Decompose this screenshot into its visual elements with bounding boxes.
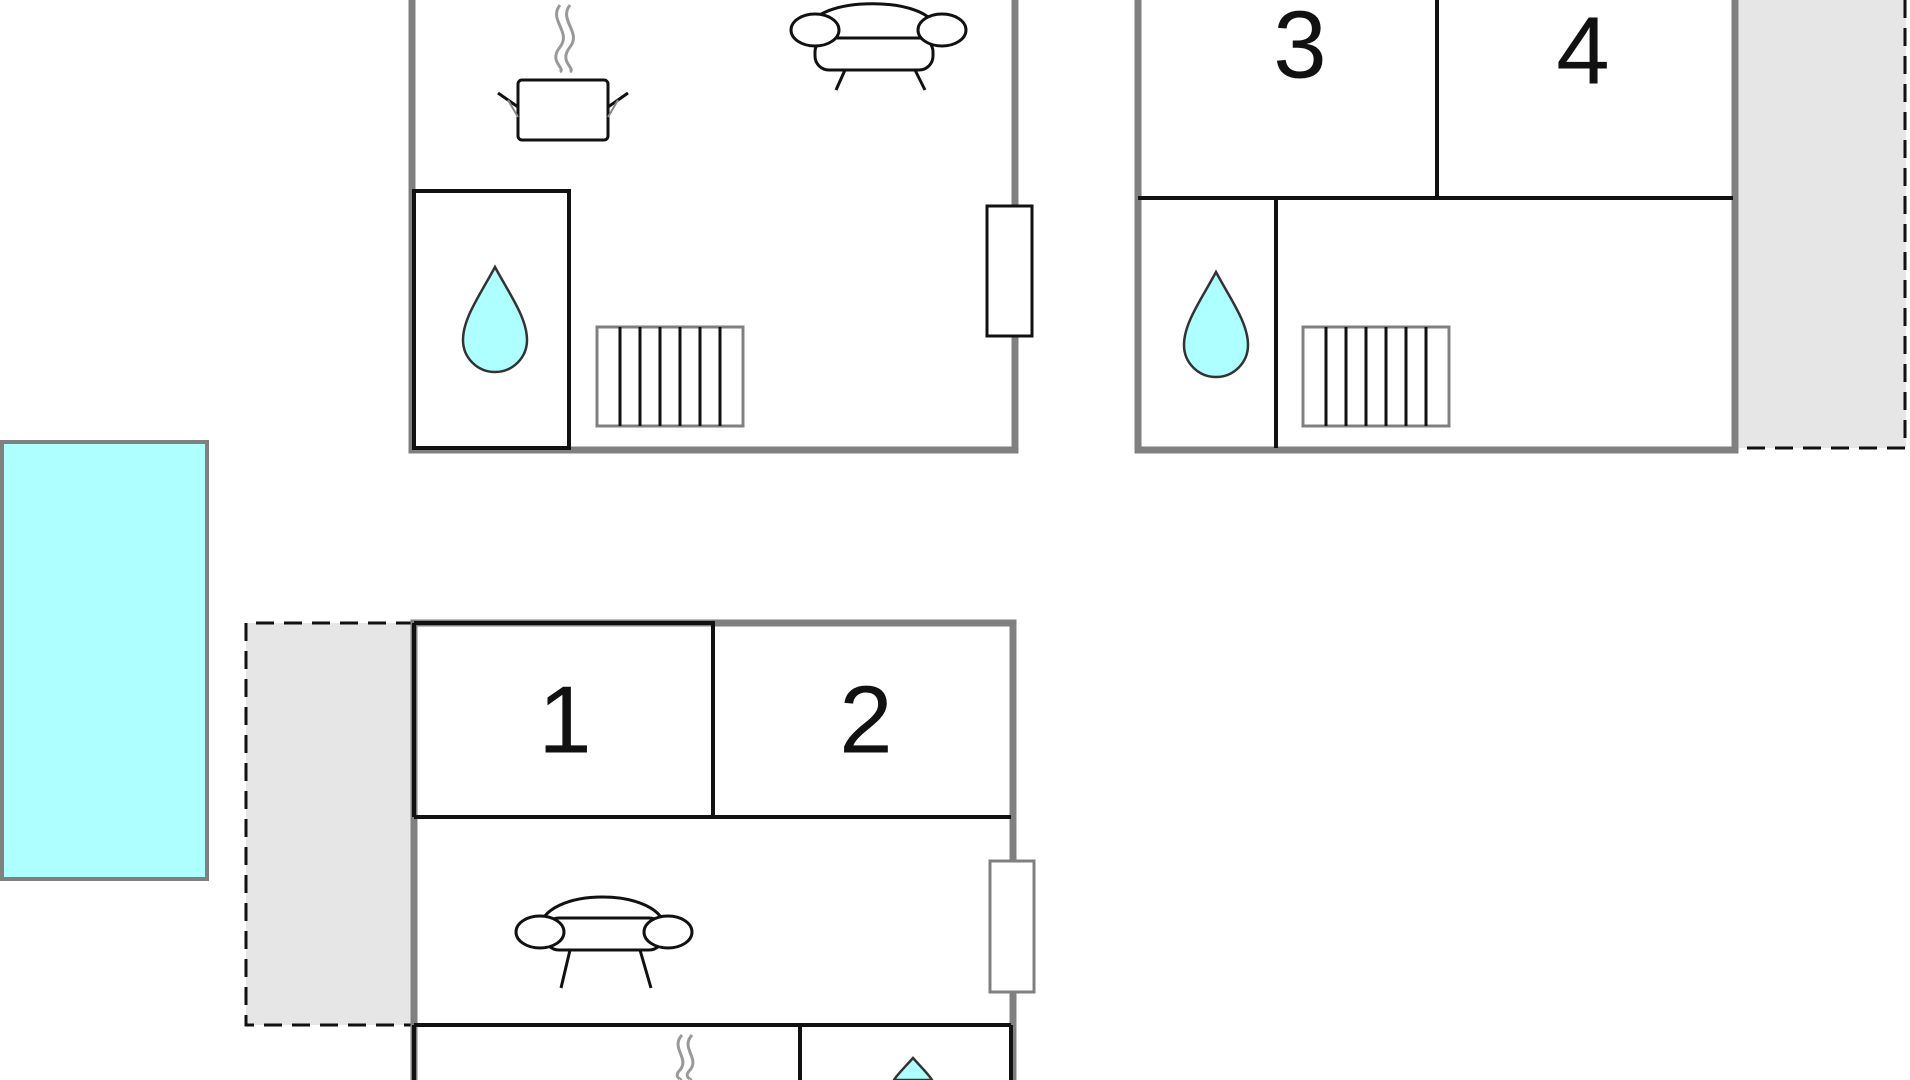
building-top-left bbox=[408, 0, 1034, 454]
water-drop-icon bbox=[1182, 269, 1250, 379]
sofa-icon bbox=[514, 895, 694, 989]
sofa-icon bbox=[789, 2, 968, 91]
door-icon bbox=[988, 859, 1036, 994]
door-icon bbox=[985, 204, 1034, 338]
terrace-right bbox=[1710, 0, 1907, 450]
stairs-icon bbox=[1301, 325, 1451, 428]
water-drop-icon bbox=[892, 1056, 934, 1080]
building-top-right: 3 4 bbox=[1134, 0, 1739, 454]
bathroom-top-left bbox=[412, 189, 571, 450]
stairs-icon bbox=[595, 325, 745, 428]
terrace-left bbox=[244, 621, 414, 1027]
building-bottom: 1 2 bbox=[410, 619, 1036, 1080]
room-number-4: 4 bbox=[1556, 0, 1609, 104]
room-number-3: 3 bbox=[1273, 0, 1326, 98]
water-drop-icon bbox=[461, 264, 529, 374]
kitchen-pot-icon bbox=[675, 1033, 695, 1080]
room-number-1: 1 bbox=[538, 666, 591, 773]
room-number-2: 2 bbox=[839, 666, 892, 773]
pool bbox=[0, 440, 209, 881]
kitchen-pot-icon bbox=[497, 4, 629, 142]
